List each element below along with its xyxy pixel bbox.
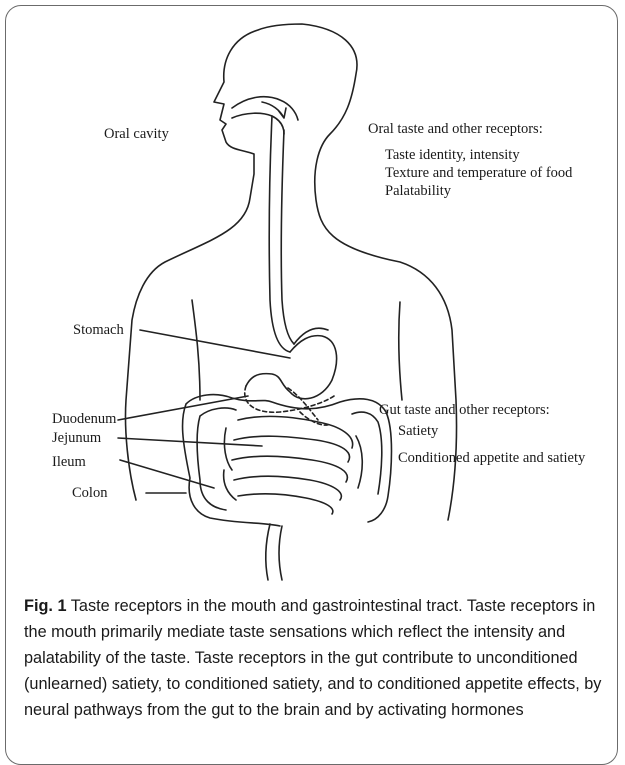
label-ileum: Ileum [52,453,86,471]
caption-text: Taste receptors in the mouth and gastroi… [24,597,601,719]
small-intestine-path [224,416,363,514]
esophagus-path [269,116,294,352]
label-oral-item-1: Taste identity, intensity [385,146,520,164]
label-oral-cavity: Oral cavity [104,125,169,143]
label-oral-item-3: Palatability [385,182,451,200]
body-outline [125,24,456,520]
label-oral-item-2: Texture and temperature of food [385,164,572,182]
label-gut-item-1: Satiety [398,422,438,440]
palate-arrow [262,102,286,118]
label-stomach: Stomach [73,321,124,339]
label-duodenum: Duodenum [52,410,116,428]
stomach-path [246,328,337,399]
figure-label: Fig. 1 [24,597,67,615]
label-oral-receptors-heading: Oral taste and other receptors: [368,120,543,138]
label-gut-item-2: Conditioned appetite and satiety [398,449,585,467]
colon-path [183,395,392,526]
figure-caption: Fig. 1 Taste receptors in the mouth and … [24,593,609,723]
label-jejunum: Jejunum [52,429,101,447]
rectum-path [266,524,282,580]
label-gut-receptors-heading: Gut taste and other receptors: [379,401,550,419]
leader-stomach [140,330,290,358]
label-colon: Colon [72,484,107,502]
